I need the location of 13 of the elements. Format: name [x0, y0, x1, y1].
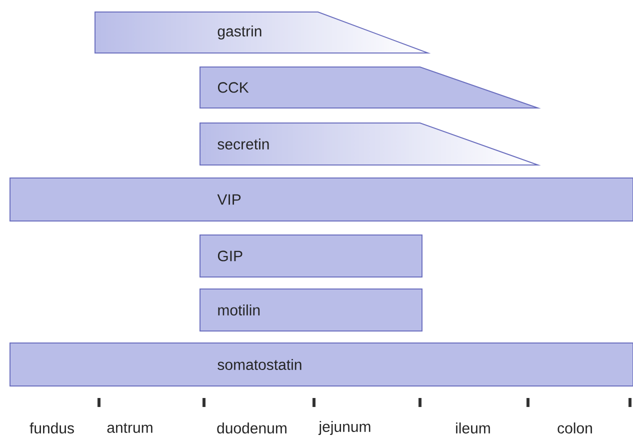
- hormone-bar: somatostatin: [10, 342, 633, 386]
- hormone-bar: secretin: [200, 122, 541, 166]
- region-label: antrum: [107, 423, 152, 433]
- hormone-bar: gastrin: [94, 12, 431, 54]
- hormone-bar: VIP: [10, 178, 633, 222]
- hormone-bar: CCK: [200, 66, 541, 108]
- region-label: ileum: [456, 422, 490, 434]
- region-label: fundus: [30, 422, 74, 434]
- hormone-bar: GIP: [200, 234, 422, 278]
- hormone-bar: motilin: [200, 288, 422, 332]
- region-label: jejunum: [318, 421, 370, 435]
- region-label: duodenum: [217, 422, 286, 434]
- region-label: colon: [558, 422, 592, 434]
